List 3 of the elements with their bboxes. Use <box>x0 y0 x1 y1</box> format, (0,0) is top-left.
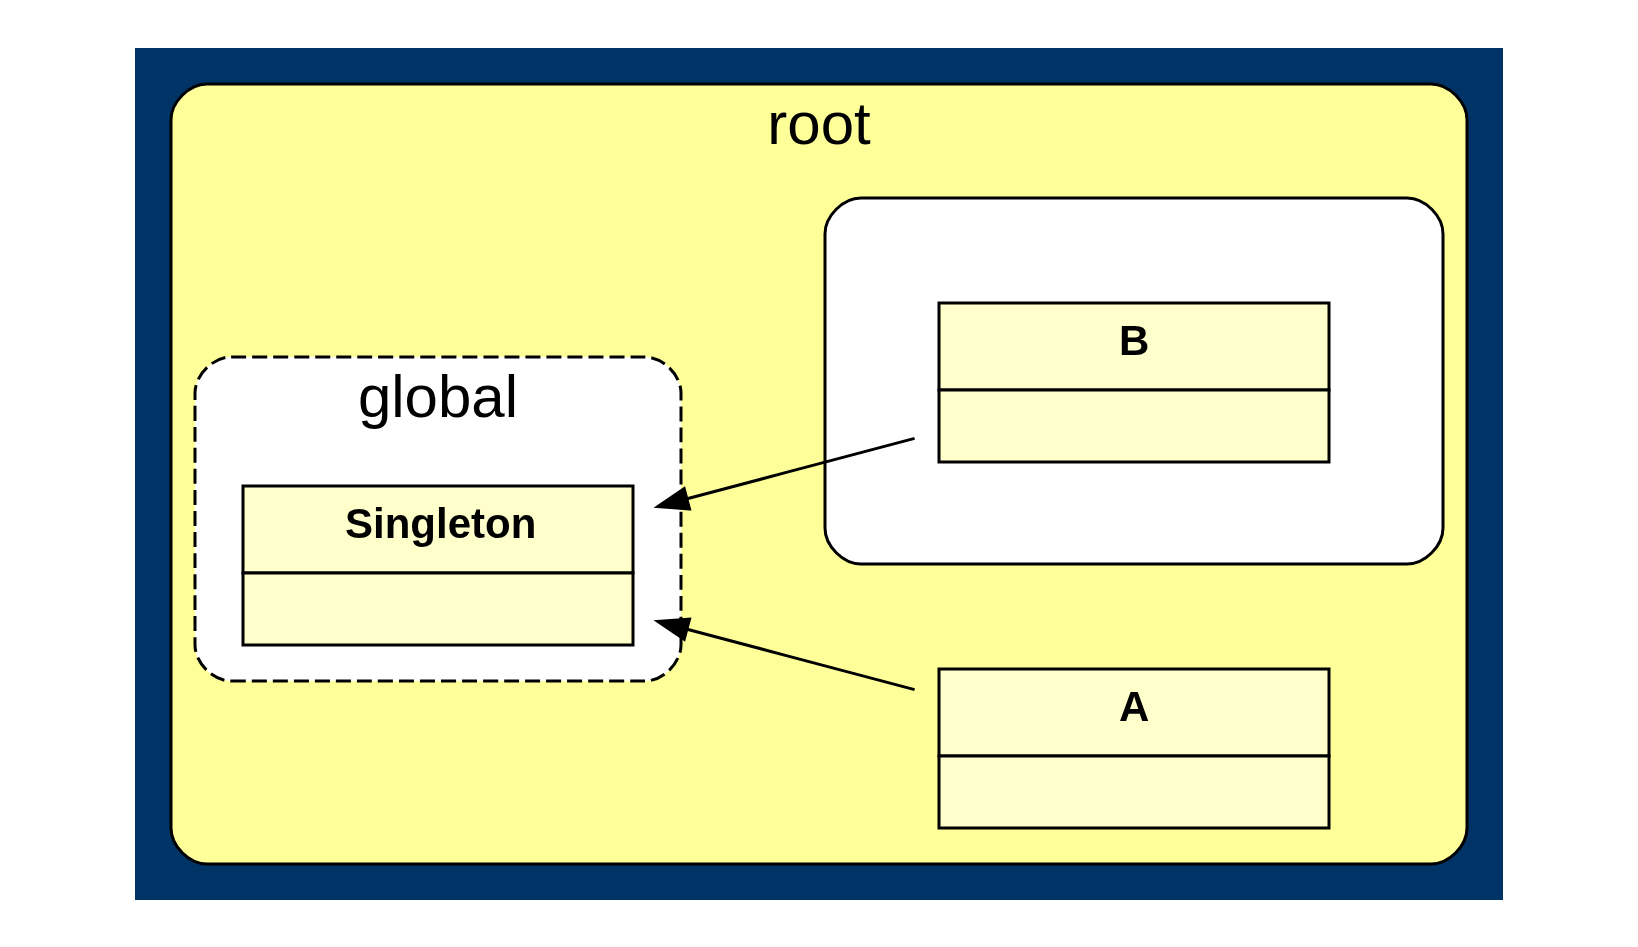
arrow <box>653 616 915 691</box>
cluster <box>823 196 1445 565</box>
arrow <box>653 436 915 511</box>
